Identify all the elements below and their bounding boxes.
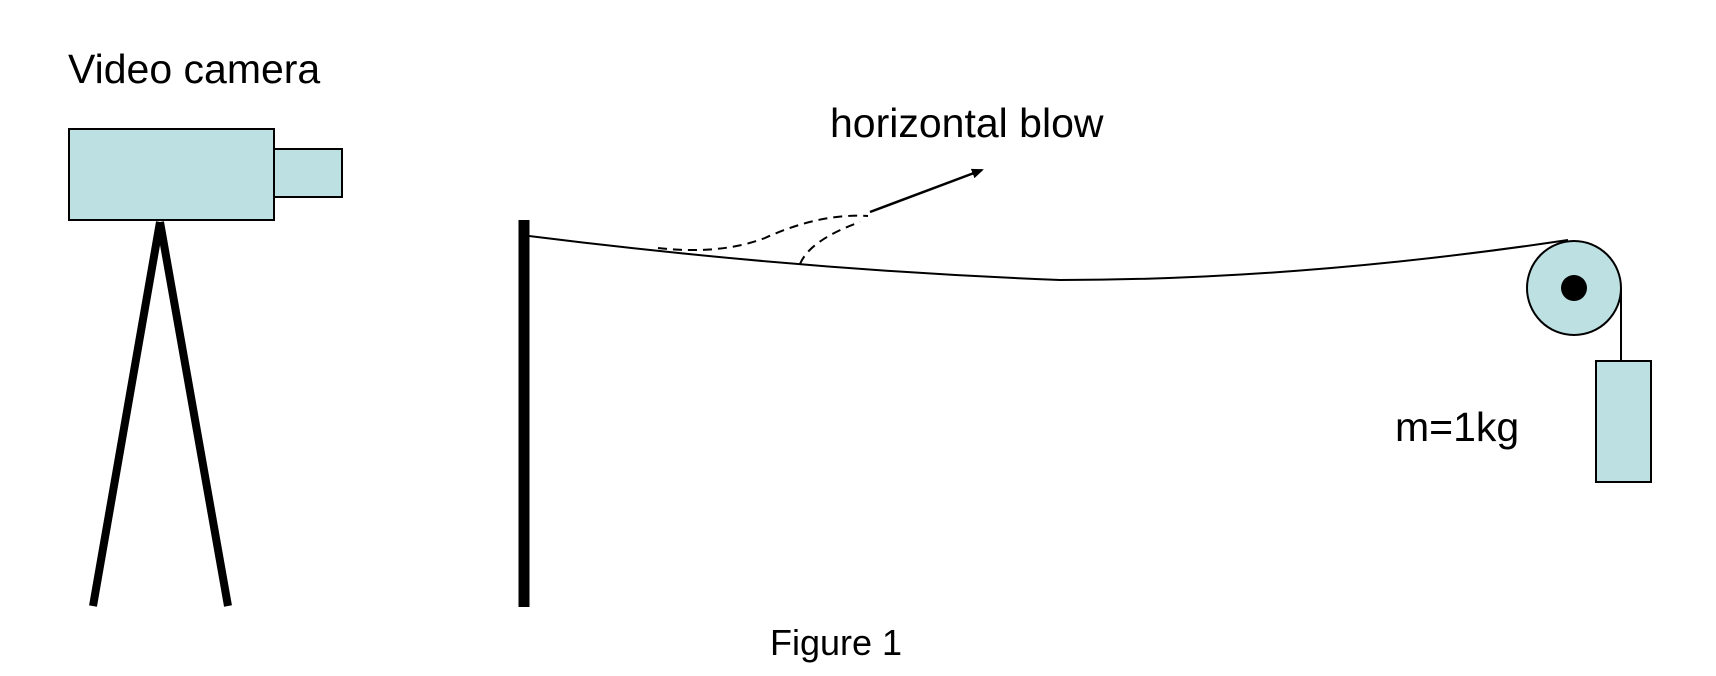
video-camera-icon	[68, 128, 343, 221]
mass-label: m=1kg	[1395, 404, 1519, 450]
string	[528, 235, 1569, 282]
pulley-axle	[1561, 275, 1587, 301]
displaced-string-lower	[799, 221, 861, 265]
displaced-string	[657, 214, 869, 265]
figure-caption: Figure 1	[770, 622, 902, 663]
displaced-string-upper	[657, 214, 869, 252]
blow-label: horizontal blow	[830, 100, 1104, 146]
tripod-leg-left	[89, 221, 164, 607]
camera-body	[68, 128, 275, 221]
blow-arrow	[869, 168, 984, 214]
tripod-leg-right	[156, 221, 232, 607]
tripod-icon	[89, 221, 232, 607]
hanging-mass-icon	[1595, 360, 1652, 483]
camera-lens	[273, 148, 343, 198]
camera-label: Video camera	[68, 46, 320, 92]
pulley-icon	[1526, 240, 1622, 336]
